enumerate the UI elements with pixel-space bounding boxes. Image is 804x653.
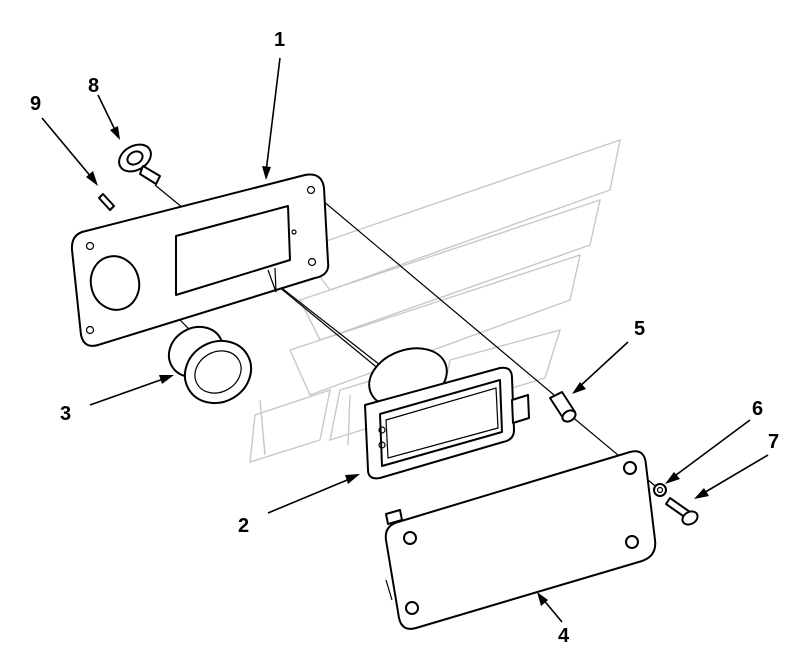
callout-3: 3	[60, 403, 71, 425]
part-8-bulb	[118, 143, 161, 185]
callout-6: 6	[752, 398, 763, 420]
part-9-pin	[98, 193, 115, 211]
callout-9: 9	[30, 93, 41, 115]
callout-2: 2	[238, 515, 249, 537]
callout-4: 4	[558, 625, 570, 647]
part-3-round-lamp	[167, 325, 253, 405]
part-4-cover-plate	[384, 450, 657, 630]
callout-labels: 1 2 3 4 5 6 7 8 9	[30, 29, 779, 647]
part-6-nut	[653, 483, 667, 497]
callout-8: 8	[88, 75, 99, 97]
part-5-spacer	[549, 391, 577, 423]
leader-lines	[41, 57, 769, 623]
callout-5: 5	[634, 318, 645, 340]
part-2-headlamp	[364, 347, 530, 480]
callout-1: 1	[274, 29, 285, 51]
part-1-mounting-plate	[70, 173, 330, 347]
callout-7: 7	[768, 431, 779, 453]
part-7-bolt	[665, 497, 699, 526]
